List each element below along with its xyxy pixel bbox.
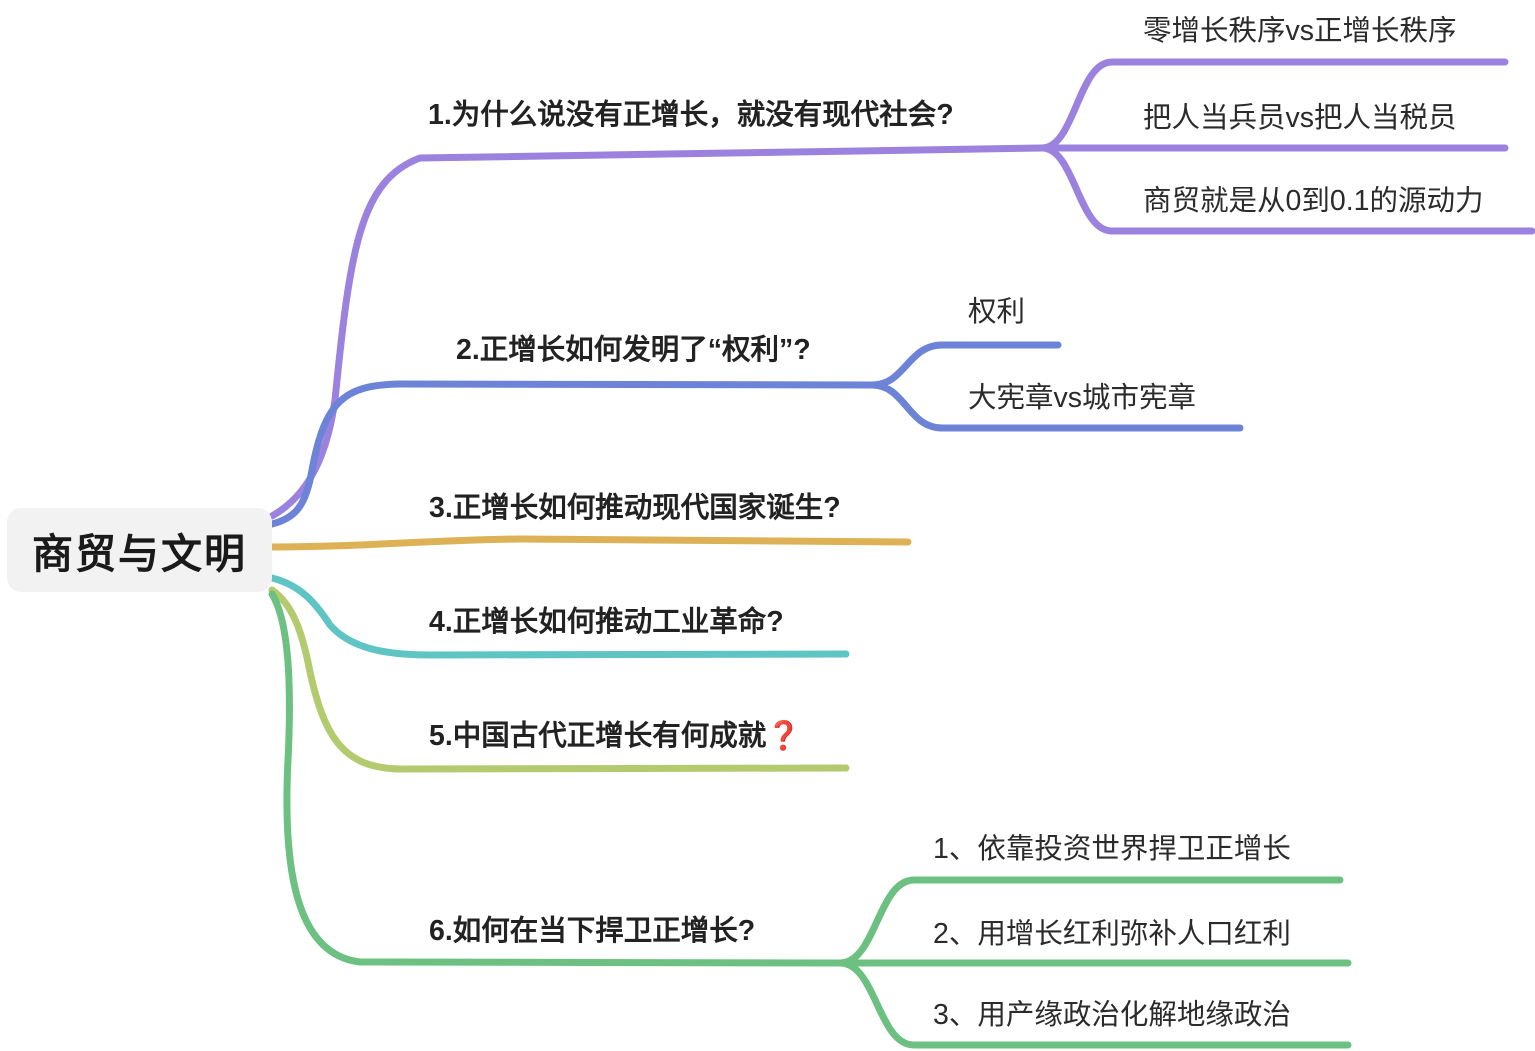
branch-1-child-3-label[interactable]: 商贸就是从0到0.1的源动力	[1143, 185, 1484, 217]
branch-6-trunk	[268, 590, 844, 967]
root-node-label: 商贸与文明	[32, 531, 247, 577]
root-node[interactable]: 商贸与文明	[7, 508, 272, 592]
branch-1-trunk	[268, 144, 1046, 520]
branch-3-trunk	[268, 535, 912, 551]
branch-5-label-text: 5.中国古代正增长有何成就	[429, 720, 767, 752]
branch-6-child-1-label[interactable]: 1、依靠投资世界捍卫正增长	[933, 833, 1291, 865]
branch-3-label[interactable]: 3.正增长如何推动现代国家诞生?	[429, 492, 841, 524]
branch-4-label[interactable]: 4.正增长如何推动工业革命?	[429, 606, 784, 638]
branch-2-child-1-connector	[868, 341, 1062, 389]
branch-6-child-3-label[interactable]: 3、用产缘政治化解地缘政治	[933, 999, 1291, 1031]
branch-6-child-2-label[interactable]: 2、用增长红利弥补人口红利	[933, 918, 1291, 950]
branch-1-child-1-label[interactable]: 零增长秩序vs正增长秩序	[1143, 15, 1457, 47]
branch-1-label[interactable]: 1.为什么说没有正增长，就没有现代社会?	[428, 99, 954, 131]
branch-1-child-2-label[interactable]: 把人当兵员vs把人当税员	[1143, 102, 1457, 134]
branch-2-child-1-label[interactable]: 权利	[968, 296, 1026, 328]
red-question-mark-icon: ❓	[766, 720, 802, 751]
branch-5-label[interactable]: 5.中国古代正增长有何成就❓	[429, 722, 801, 751]
branch-2-child-2-label[interactable]: 大宪章vs城市宪章	[968, 382, 1197, 414]
branch-6-label[interactable]: 6.如何在当下捍卫正增长?	[429, 915, 756, 947]
branch-2-label[interactable]: 2.正增长如何发明了“权利”?	[456, 334, 811, 366]
